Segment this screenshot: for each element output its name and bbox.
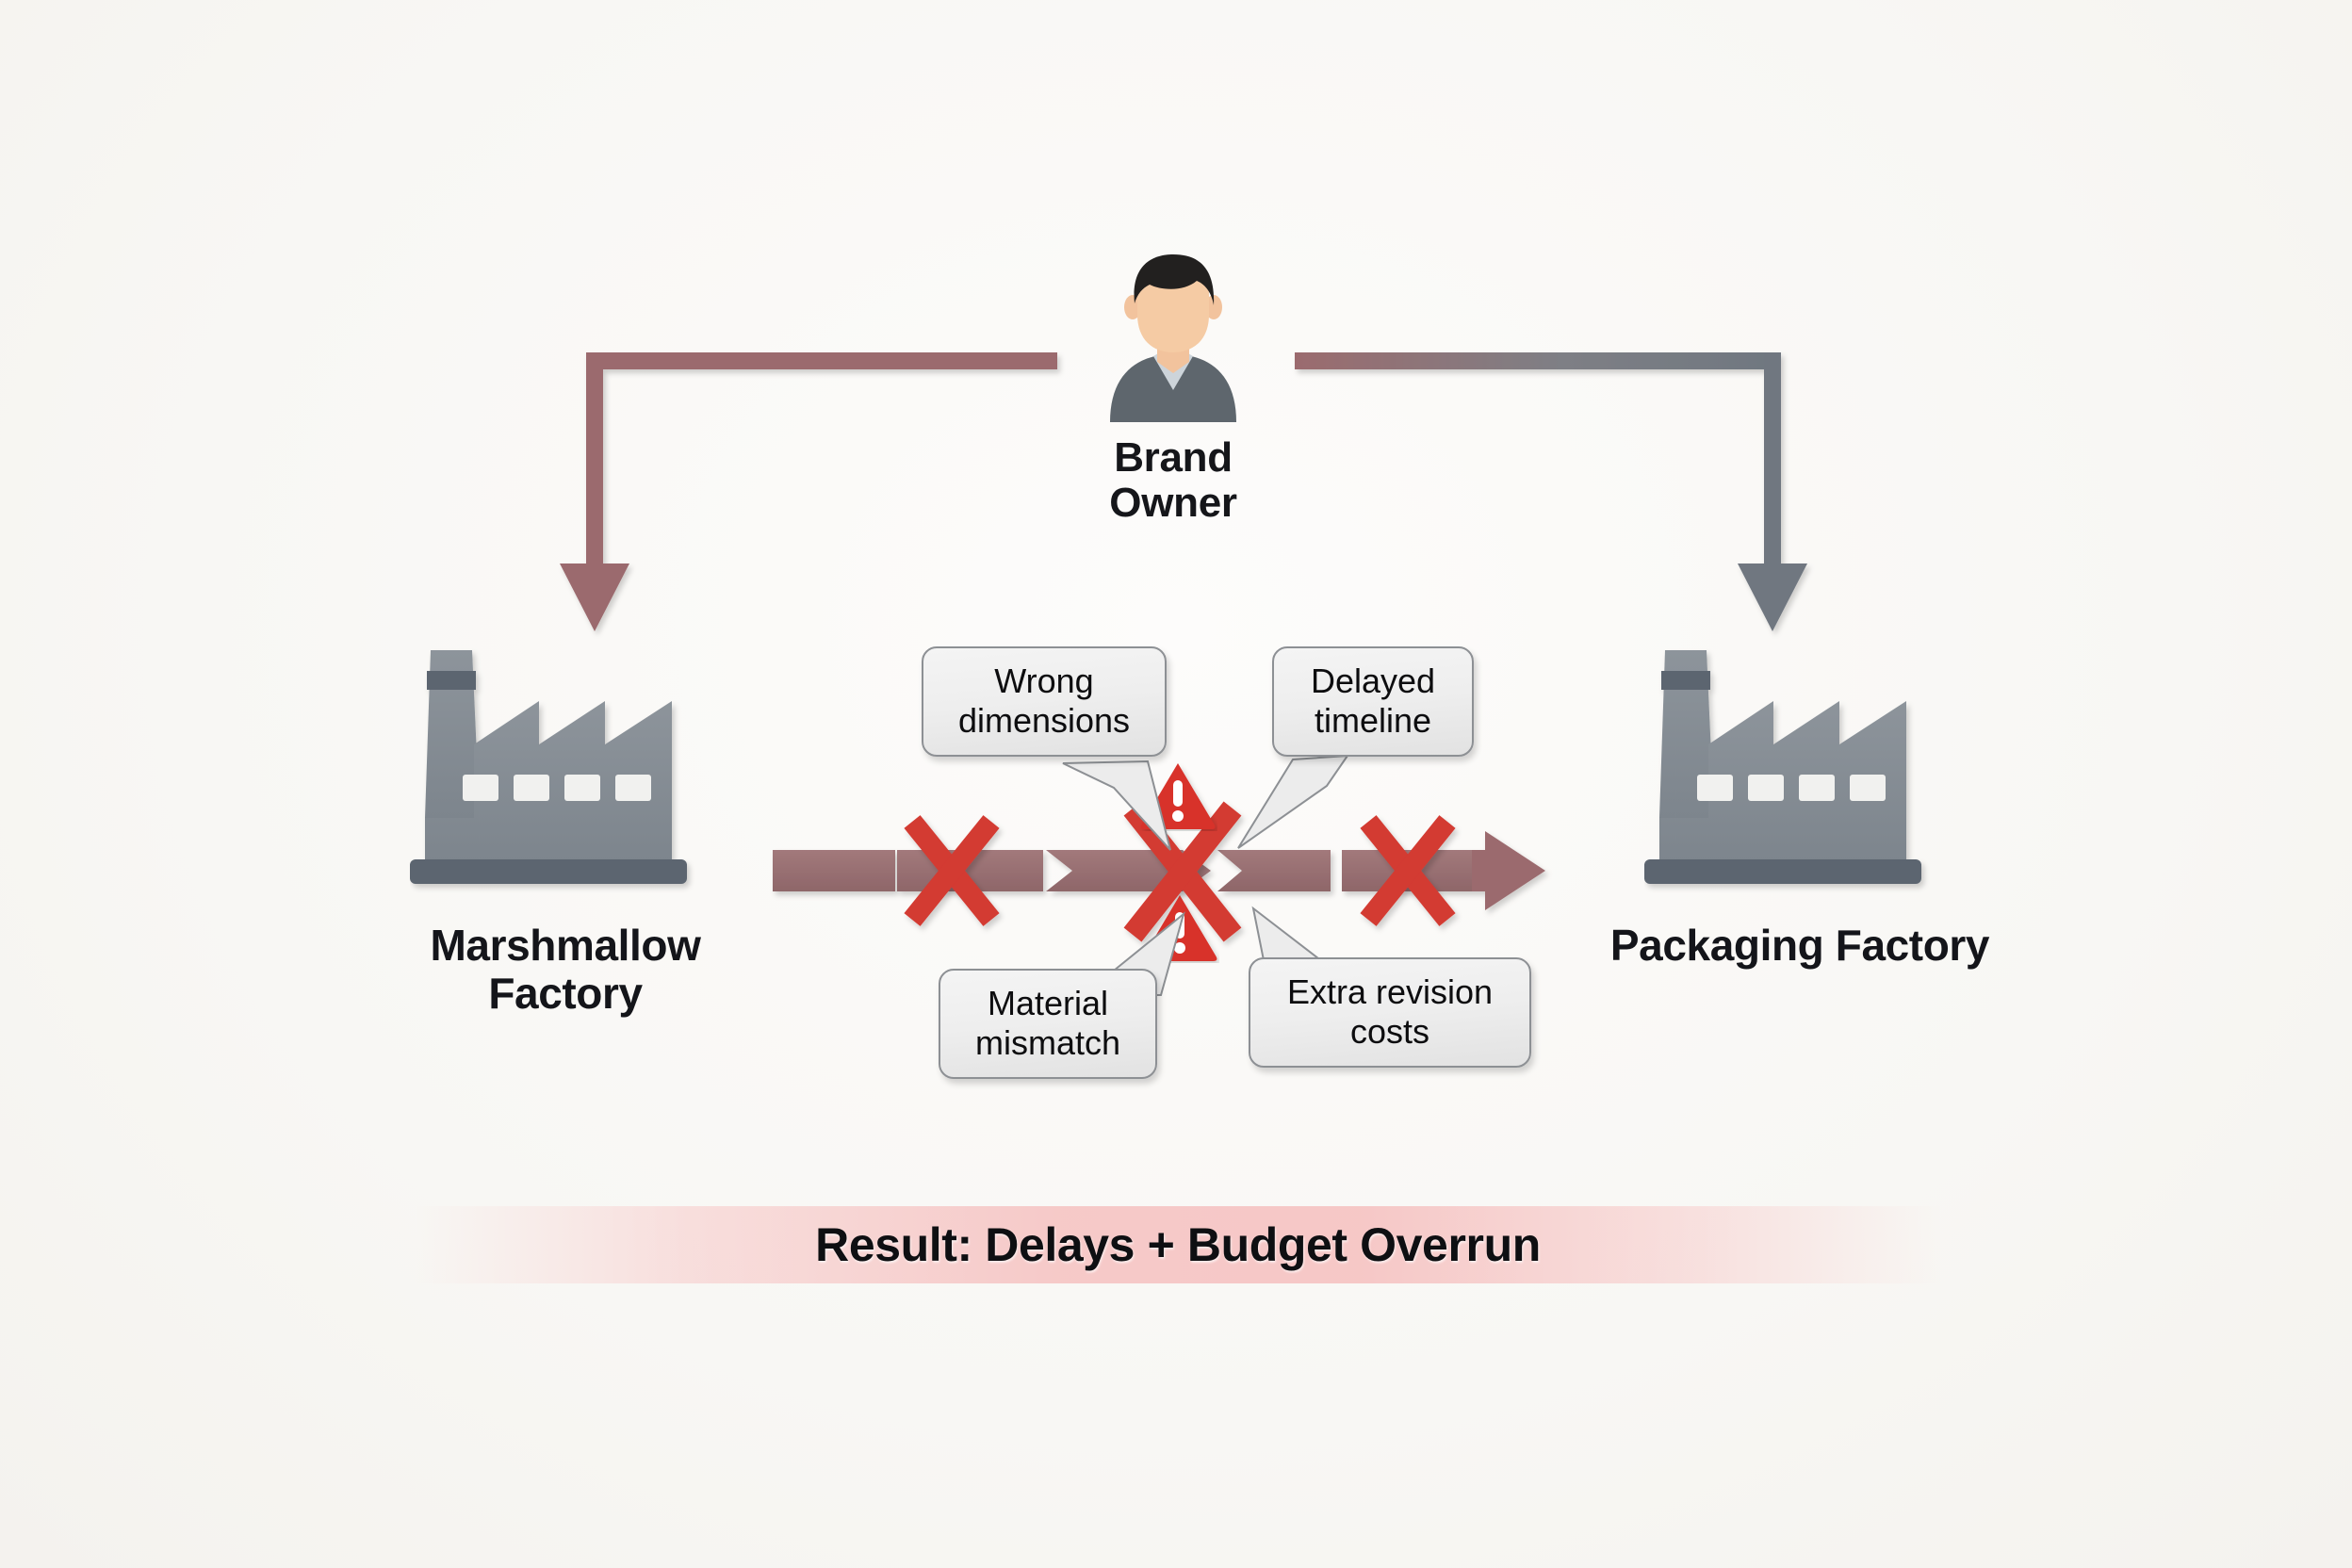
factory-label: Marshmallow Factory [430,921,701,1018]
factory-icon [410,650,687,884]
callout-material-mismatch: Material mismatch [939,969,1157,1079]
top-connector-arrows [560,352,1807,631]
callout-extra-revision: Extra revision costs [1249,957,1531,1068]
brand-owner-node: Brand Owner [1065,253,1282,525]
node-marshmallow-factory: Marshmallow Factory [368,633,763,1017]
warning-triangle-icon [1142,895,1217,961]
callout-wrong-dimensions: Wrong dimensions [922,646,1167,757]
brand-owner-label: Brand Owner [1109,434,1237,526]
node-packaging-factory: Packaging Factory [1602,633,1998,970]
factory-label: Packaging Factory [1609,921,1990,970]
result-banner: Result: Delays + Budget Overrun [415,1206,1941,1283]
warning-triangle-icon [1140,763,1216,829]
red-x-icon [1360,815,1456,926]
factory-icon [1644,650,1921,884]
broken-flow-arrow [773,801,1545,942]
callout-delayed-timeline: Delayed timeline [1272,646,1474,757]
person-avatar-icon [1110,254,1236,422]
arrow-brandowner-to-packaging [1295,352,1807,631]
arrow-brandowner-to-marshmallow [560,352,1057,631]
result-banner-text: Result: Delays + Budget Overrun [815,1218,1541,1271]
red-x-icon [904,815,1000,926]
